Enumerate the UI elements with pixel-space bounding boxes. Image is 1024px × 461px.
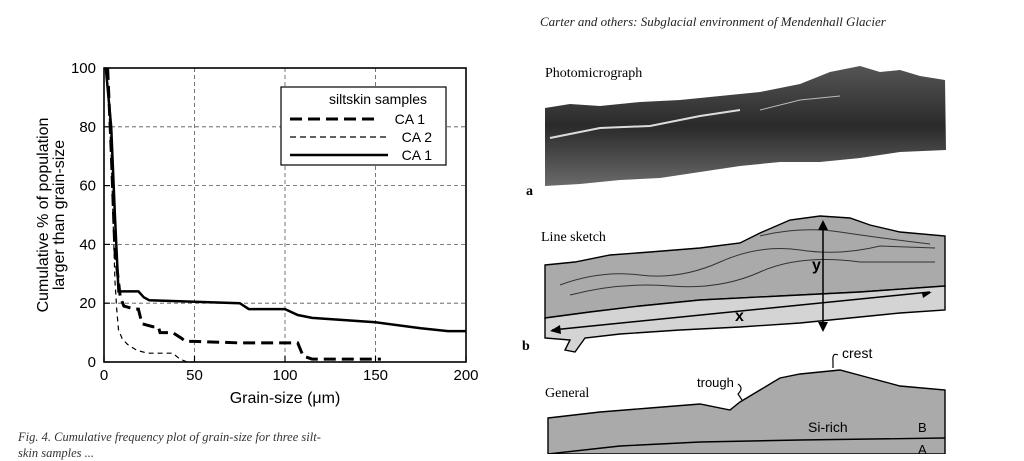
y-tick-label: 60 bbox=[79, 178, 96, 195]
trough-pointer bbox=[737, 383, 743, 401]
x-tick-label: 50 bbox=[186, 367, 203, 384]
lamina-1 bbox=[559, 245, 936, 286]
lamina-3 bbox=[759, 229, 931, 245]
y-tick-label: 0 bbox=[88, 354, 96, 371]
y-axis-label-line1: Cumulative % of population bbox=[35, 118, 52, 313]
si-rich-label: Si-rich bbox=[808, 419, 848, 435]
trough-label: trough bbox=[697, 375, 734, 390]
photomicrograph-streak bbox=[549, 109, 741, 139]
panel-a-label: a bbox=[526, 184, 533, 199]
y-tick-label: 40 bbox=[79, 236, 96, 253]
legend-label-ca1-dashed: CA 1 bbox=[395, 111, 426, 127]
general-layer-boundary bbox=[547, 437, 946, 454]
layer-b-label: B bbox=[918, 420, 927, 435]
legend-box bbox=[280, 86, 447, 166]
grain-size-chart: 0 50 100 150 200 0 20 40 60 80 100 Grain-size (μm)… bbox=[35, 60, 479, 407]
legend-label-ca1-solid: CA 1 bbox=[402, 147, 433, 163]
x-tick-label: 100 bbox=[272, 367, 297, 384]
x-axis-label: Grain-size (μm) bbox=[230, 390, 341, 407]
x-dimension-label: x bbox=[735, 308, 744, 325]
x-dimension-arrow bbox=[551, 291, 931, 331]
photomicrograph-image bbox=[545, 66, 946, 186]
layer-a-label: A bbox=[918, 442, 927, 454]
y-dimension-label: y bbox=[812, 257, 821, 274]
x-tick-label: 0 bbox=[100, 367, 108, 384]
series-line-2 bbox=[104, 67, 466, 333]
y-axis-label-line2: larger than grain-size bbox=[51, 140, 68, 290]
panel-b-title: Line sketch bbox=[541, 230, 606, 245]
chart-legend: siltskin samples CA 1 CA 2 CA 1 bbox=[280, 86, 447, 166]
chart-ticks: 0 50 100 150 200 0 20 40 60 80 100 bbox=[71, 60, 479, 384]
panel-b-label: b bbox=[522, 339, 530, 354]
panel-a-title: Photomicrograph bbox=[545, 66, 642, 81]
legend-title: siltskin samples bbox=[329, 91, 427, 107]
chart-series bbox=[104, 67, 466, 363]
lamina-2 bbox=[569, 259, 935, 296]
figure-caption: Fig. 4. Cumulative frequency plot of gra… bbox=[18, 430, 321, 444]
y-tick-label: 100 bbox=[71, 60, 96, 77]
photomicrograph-streak-2 bbox=[759, 95, 841, 111]
x-tick-label: 200 bbox=[453, 367, 478, 384]
y-tick-label: 20 bbox=[79, 295, 96, 312]
line-sketch-lower-layer bbox=[544, 285, 946, 353]
legend-label-ca2: CA 2 bbox=[402, 129, 433, 145]
general-si-rich-layer bbox=[547, 369, 946, 454]
series-line-1 bbox=[107, 82, 195, 363]
y-tick-label: 80 bbox=[79, 119, 96, 136]
series-line-0 bbox=[106, 67, 381, 361]
panel-c-title: General bbox=[545, 386, 589, 401]
crest-label: crest bbox=[842, 345, 872, 361]
running-header: Carter and others: Subglacial environmen… bbox=[540, 14, 886, 29]
crest-pointer bbox=[832, 353, 839, 368]
x-tick-label: 150 bbox=[363, 367, 388, 384]
